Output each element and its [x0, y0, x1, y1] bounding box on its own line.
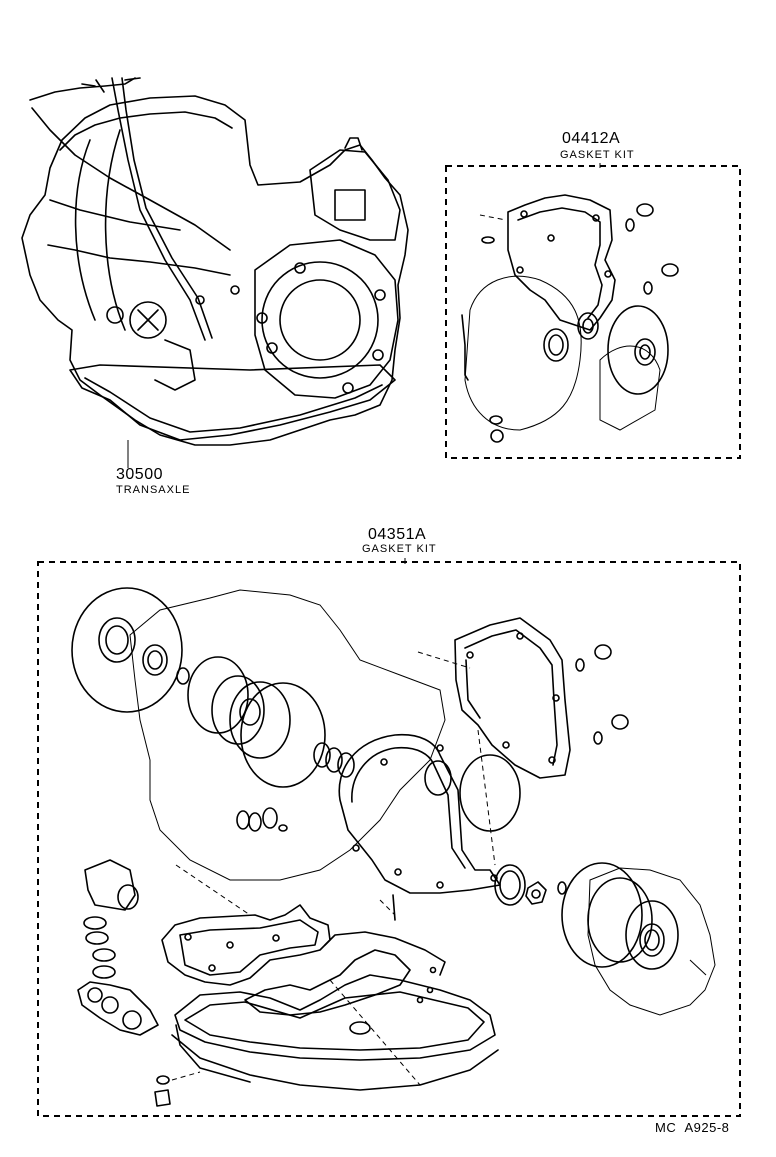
- gasket-kit-04351a-number: 04351A: [368, 526, 427, 543]
- transaxle-part-name: TRANSAXLE: [116, 484, 191, 496]
- diagram-code-value: A925-8: [684, 1120, 730, 1135]
- gasket-kit-04412a-name: GASKET KIT: [560, 149, 635, 161]
- transaxle-part-number: 30500: [116, 466, 163, 483]
- gasket-kit-04351a-illustration: [37, 558, 741, 1117]
- gasket-kit-04351a-name: GASKET KIT: [362, 543, 437, 555]
- transaxle-illustration: [21, 77, 409, 468]
- diagram-code: MC A925-8: [655, 1120, 729, 1135]
- gasket-kit-04412a-illustration: [445, 163, 741, 459]
- diagram-code-prefix: MC: [655, 1120, 677, 1135]
- gasket-kit-04412a-number: 04412A: [562, 130, 621, 147]
